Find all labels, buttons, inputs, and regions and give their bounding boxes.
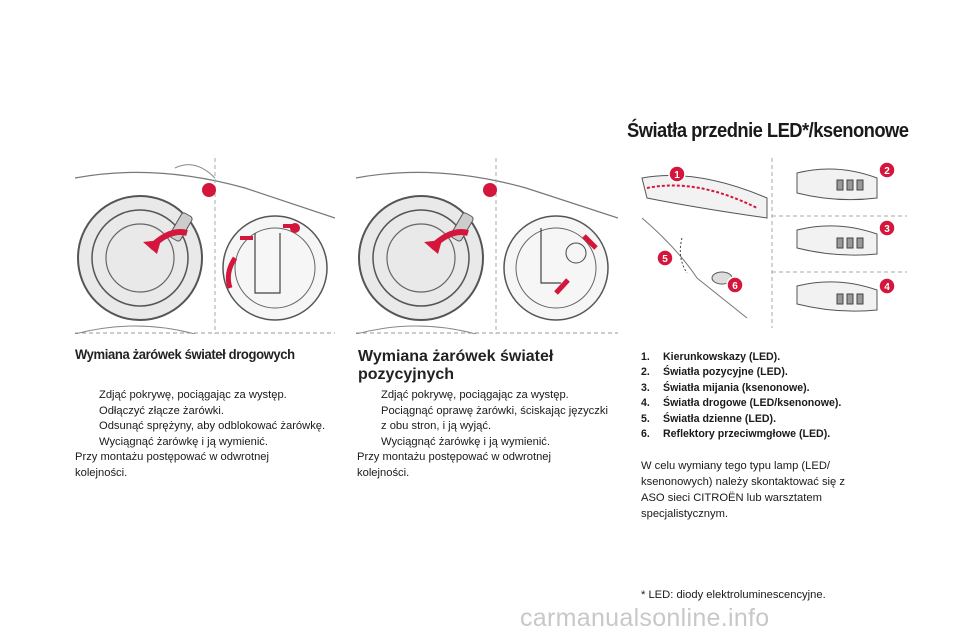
footnote: * LED: diody elektroluminescencyjne. bbox=[641, 589, 826, 601]
step-item: Zdjąć pokrywę, pociągając za występ. bbox=[99, 389, 287, 401]
callout-3-marker bbox=[878, 219, 896, 237]
legend-item: 2.Światła pozycyjne (LED). bbox=[641, 366, 788, 379]
position-lights-section: Zdjąć pokrywę, pociągając za występ. Poc… bbox=[357, 388, 612, 482]
step-item: Odłączyć złącze żarówki. bbox=[99, 404, 224, 417]
legend-item: 3.Światła mijania (ksenonowe). bbox=[641, 381, 810, 394]
callout-5-marker bbox=[656, 249, 674, 267]
legend-item: 1.Kierunkowskazy (LED). bbox=[641, 351, 781, 363]
callout-1: 1 bbox=[674, 170, 680, 181]
legend-section: 1.Kierunkowskazy (LED). 2.Światła pozycy… bbox=[641, 350, 901, 522]
step-item: Wyciągnąć żarówkę i ją wymienić. bbox=[381, 435, 551, 448]
callout-4-marker bbox=[878, 277, 896, 295]
front-lights-diagram: 1 2 3 4 5 6 bbox=[637, 158, 907, 328]
callout-6: 6 bbox=[732, 281, 738, 292]
callout-2-marker bbox=[878, 161, 896, 179]
legend-item: 6.Reflektory przeciwmgłowe (LED). bbox=[641, 428, 831, 441]
callout-5: 5 bbox=[662, 254, 668, 265]
main-beam-illustration bbox=[75, 158, 335, 334]
position-lights-note: Przy montażu postępować w odwrotnej kole… bbox=[357, 451, 552, 479]
step-item: Zdjąć pokrywę, pociągając za występ. bbox=[381, 389, 569, 401]
service-info: W celu wymiany tego typu lamp (LED/ ksen… bbox=[641, 460, 845, 521]
step-item: Wyciągnąć żarówkę i ją wymienić. bbox=[99, 435, 269, 448]
page-heading: Światła przednie LED*/ksenonowe bbox=[627, 120, 909, 142]
main-beam-section: Zdjąć pokrywę, pociągając za występ. Odł… bbox=[75, 388, 345, 482]
main-beam-note: Przy montażu postępować w odwrotnej kole… bbox=[75, 451, 270, 479]
position-lights-title: Wymiana żarówek świateł pozycyjnych bbox=[358, 348, 554, 383]
legend-item: 4.Światła drogowe (LED/ksenonowe). bbox=[641, 397, 842, 410]
callout-2: 2 bbox=[884, 166, 890, 177]
position-light-illustration bbox=[356, 158, 618, 334]
callout-4: 4 bbox=[884, 282, 890, 293]
step-item: Odsunąć sprężyny, aby odblokować żarówkę… bbox=[99, 420, 326, 433]
legend-item: 5.Światła dzienne (LED). bbox=[641, 412, 777, 425]
watermark: carmanualsonline.info bbox=[520, 604, 770, 632]
main-beam-title: Wymiana żarówek świateł drogowych bbox=[75, 346, 295, 362]
step-item: Pociągnąć oprawę żarówki, ściskając języ… bbox=[381, 404, 608, 433]
callout-1-marker bbox=[668, 165, 686, 183]
callout-6-marker bbox=[726, 276, 744, 294]
position-lights-steps: Zdjąć pokrywę, pociągając za występ. Poc… bbox=[357, 388, 612, 450]
callout-3: 3 bbox=[884, 224, 890, 235]
main-beam-steps: Zdjąć pokrywę, pociągając za występ. Odł… bbox=[75, 388, 345, 450]
legend-list: 1.Kierunkowskazy (LED). 2.Światła pozycy… bbox=[641, 350, 901, 442]
